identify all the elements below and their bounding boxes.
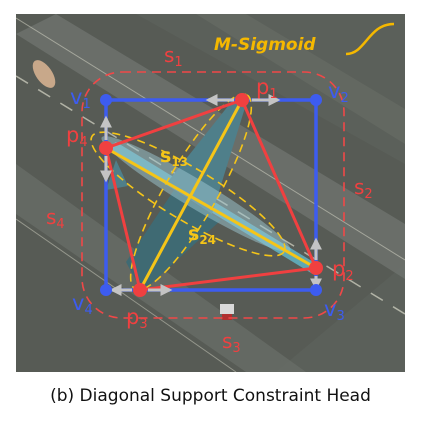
- vertex-v4-dot: [100, 284, 112, 296]
- side-label-s3: s3: [222, 329, 241, 356]
- point-p2-dot: [309, 261, 323, 275]
- vertex-v2-dot: [310, 94, 322, 106]
- point-label-p3: p3: [126, 305, 148, 332]
- diagram-figure: M-Sigmoid v1 v2 v3 v4 p1 p2 p3 p4 s1 s2 …: [16, 14, 405, 372]
- vertex-label-v3: v3: [324, 297, 345, 324]
- vertex-v3-dot: [310, 284, 322, 296]
- point-p1-dot: [235, 93, 249, 107]
- vertex-label-v4: v4: [72, 291, 93, 318]
- sigmoid-curve-icon: [345, 22, 395, 56]
- airplane-wing-left: [126, 190, 221, 292]
- diagonal-ellipse-24: [90, 131, 286, 257]
- side-label-s2: s2: [354, 175, 373, 202]
- vertex-label-v1: v1: [70, 85, 91, 112]
- ground-marker-red: [222, 314, 232, 320]
- sigmoid-rounded-box: [81, 71, 345, 319]
- point-p4-dot: [99, 141, 113, 155]
- taxiway-strip-upper: [196, 14, 405, 144]
- ground-marker: [220, 304, 234, 314]
- taxiway-edge-line: [16, 218, 237, 372]
- diagonal-24: [105, 146, 317, 270]
- side-label-s1: s1: [164, 43, 183, 70]
- diagonal-label-s13: s13: [160, 145, 188, 169]
- vertex-label-v2: v2: [328, 79, 349, 106]
- vertex-v1-dot: [100, 94, 112, 106]
- side-label-s4: s4: [46, 205, 65, 232]
- small-aircraft: [32, 60, 56, 88]
- point-label-p1: p1: [256, 75, 278, 102]
- figure-caption: (b) Diagonal Support Constraint Head: [50, 386, 371, 406]
- msigmoid-label: M-Sigmoid: [214, 35, 316, 55]
- airplane-body-highlight: [101, 136, 291, 252]
- point-p3-dot: [133, 283, 147, 297]
- point-label-p4: p4: [66, 123, 88, 150]
- point-label-p2: p2: [332, 257, 354, 284]
- diagonal-label-s24: s24: [188, 223, 216, 247]
- diagram-svg: M-Sigmoid v1 v2 v3 v4 p1 p2 p3 p4 s1 s2 …: [16, 14, 405, 372]
